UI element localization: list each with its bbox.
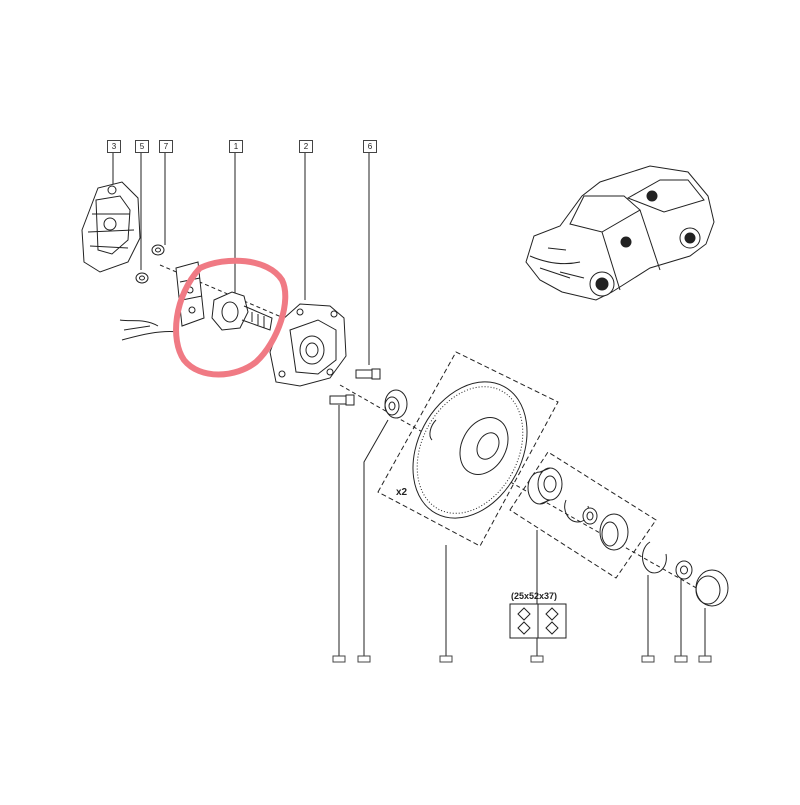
callout-bottom-4 <box>530 655 544 663</box>
bolt-lower <box>329 394 355 406</box>
callout-bottom-2 <box>357 655 371 663</box>
hub-cap-inner <box>599 513 629 551</box>
disc-multiplier-label: x2 <box>396 487 408 498</box>
callout-part-3: 3 <box>107 140 121 153</box>
callout-part-2: 2 <box>299 140 313 153</box>
callout-bottom-6 <box>674 655 688 663</box>
axis-line-2 <box>339 384 701 591</box>
dust-cap <box>695 569 729 607</box>
bearing-size-label: (25x52x37) <box>511 591 558 601</box>
hose-fitting <box>123 325 151 331</box>
snap-ring <box>642 541 667 574</box>
axis-line-1 <box>159 264 301 326</box>
bearing-group-box <box>509 451 657 579</box>
steering-knuckle <box>269 303 347 387</box>
callout-bottom-3 <box>439 655 453 663</box>
hub-nut <box>675 560 693 580</box>
bearing-symbol <box>509 603 567 639</box>
brake-caliper <box>81 181 141 273</box>
nut-part-7 <box>151 244 165 256</box>
highlight-circle <box>173 257 289 378</box>
hub-nut-small <box>582 507 598 525</box>
car-illustration <box>525 165 715 301</box>
brake-hose <box>119 319 159 327</box>
bolt-upper <box>355 368 381 380</box>
leader-bottom-2 <box>363 419 389 656</box>
wheel-bearing <box>527 467 563 505</box>
hub-seal <box>384 389 408 419</box>
callout-bottom-5 <box>641 655 655 663</box>
callout-part-1: 1 <box>229 140 243 153</box>
callout-part-5: 5 <box>135 140 149 153</box>
brake-disc <box>412 381 528 519</box>
washer-part-5 <box>135 272 149 284</box>
disc-group-box <box>377 351 559 547</box>
stub-axle <box>211 291 273 331</box>
callout-part-6: 6 <box>363 140 377 153</box>
callout-part-7: 7 <box>159 140 173 153</box>
callout-bottom-7 <box>698 655 712 663</box>
callout-bottom-1 <box>332 655 346 663</box>
steering-arm-line <box>121 331 179 341</box>
